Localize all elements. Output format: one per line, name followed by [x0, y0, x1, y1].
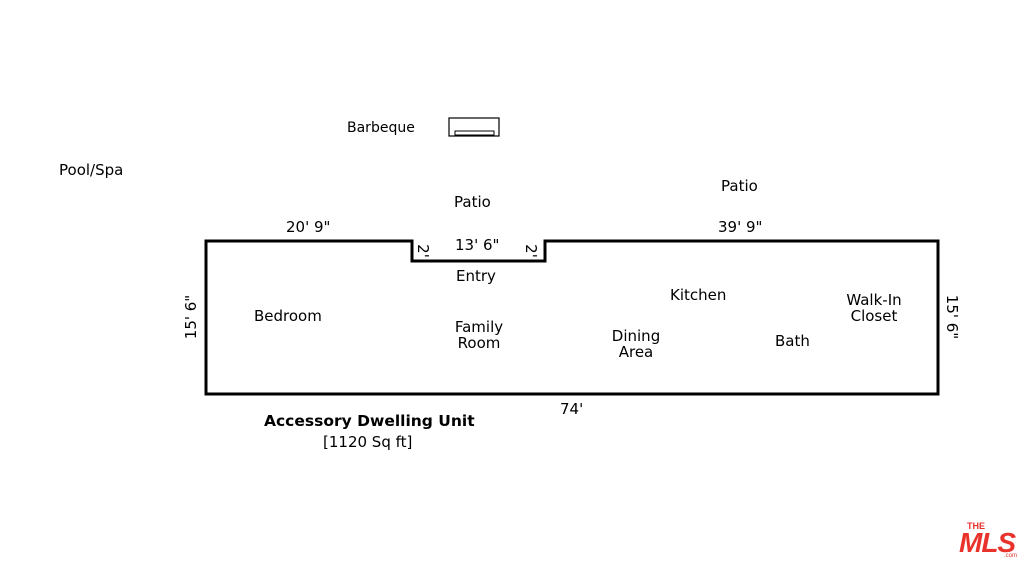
room-kitchen: Kitchen [670, 286, 727, 304]
room-walkin-line2: Closet [850, 307, 898, 325]
pool-spa-label: Pool/Spa [59, 161, 124, 179]
patio-left-label: Patio [454, 193, 491, 211]
room-family-room-line1: Family [454, 318, 504, 336]
dimension-notch-right: 2' [522, 244, 540, 258]
room-bedroom: Bedroom [254, 307, 322, 325]
plan-area: [1120 Sq ft] [323, 433, 413, 451]
room-dining-area: Dining Area [612, 328, 660, 360]
barbeque-symbol [448, 117, 500, 137]
room-bath: Bath [775, 332, 810, 350]
room-family-room-line2: Room [457, 334, 501, 352]
mls-logo-main: MLS [959, 527, 1016, 558]
dimension-top-left: 20' 9" [286, 218, 331, 236]
dimension-right-side: 15' 6" [943, 294, 961, 340]
patio-right-label: Patio [721, 177, 758, 195]
dimension-top-right: 39' 9" [718, 218, 763, 236]
room-family-room: Family Room [455, 319, 503, 351]
room-entry: Entry [456, 267, 496, 285]
room-dining-line1: Dining [611, 327, 661, 345]
barbeque-label: Barbeque [347, 120, 415, 136]
room-walkin-line1: Walk-In [846, 291, 902, 309]
mls-logo-suffix: .com [1004, 553, 1017, 559]
dimension-top-middle: 13' 6" [455, 236, 500, 254]
room-walkin-closet: Walk-In Closet [846, 292, 901, 324]
plan-title: Accessory Dwelling Unit [264, 412, 475, 430]
dimension-bottom: 74' [560, 400, 584, 418]
dimension-notch-left: 2' [414, 244, 432, 258]
room-dining-line2: Area [618, 343, 654, 361]
building-outline [204, 239, 940, 396]
mls-logo: THE MLS .com [959, 521, 1017, 559]
dimension-left-side: 15' 6" [182, 294, 200, 340]
mls-logo-the: THE [967, 521, 985, 531]
